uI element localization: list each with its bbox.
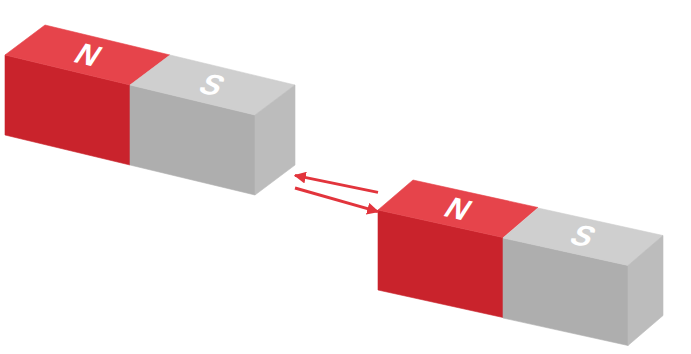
magnet-face xyxy=(255,85,295,195)
force-arrow xyxy=(295,175,378,192)
magnet-pole: S xyxy=(503,208,663,346)
magnet-pole: S xyxy=(130,55,295,195)
magnet-face xyxy=(628,235,663,345)
force-arrow xyxy=(295,188,378,212)
